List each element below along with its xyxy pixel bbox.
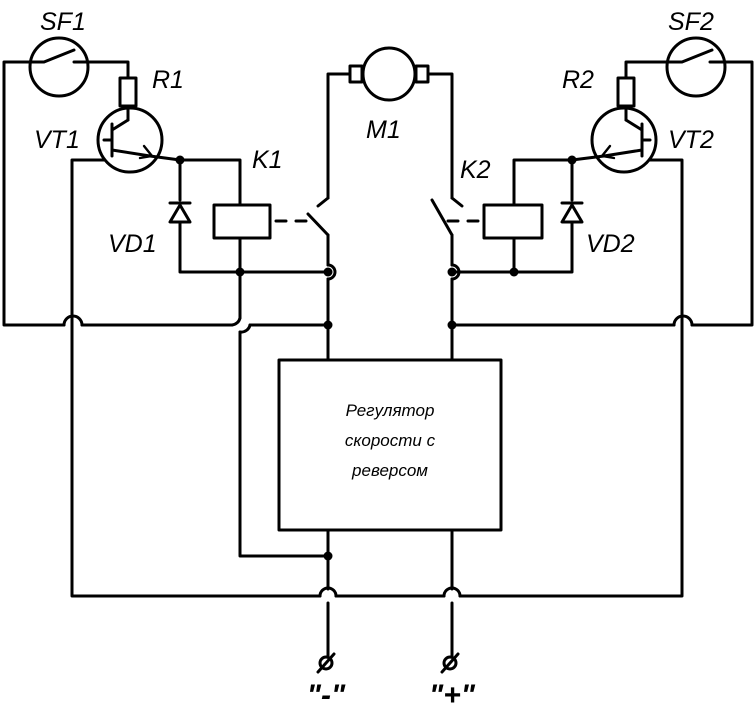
transistor-vt2 [590, 106, 658, 174]
label-r1: R1 [152, 66, 184, 94]
label-k2: K2 [460, 156, 491, 184]
junction-dot [567, 155, 577, 165]
regulator-line-3: реверсом [351, 461, 428, 480]
junction-dot [175, 155, 185, 165]
label-sf2: SF2 [668, 8, 714, 36]
terminal-plus-label: "+" [429, 679, 476, 712]
junction-dots [175, 155, 577, 561]
label-k1: K1 [252, 146, 283, 174]
junction-dot [447, 320, 457, 330]
regulator-line-2: скорости с [345, 431, 436, 450]
terminal-minus-label: "-" [307, 679, 346, 712]
relay-coil-k1 [212, 203, 272, 240]
regulator-block [277, 358, 503, 532]
junction-dot [509, 267, 519, 277]
junction-dot [323, 320, 333, 330]
terminal-plus [440, 652, 460, 674]
label-vd1: VD1 [108, 230, 157, 258]
wires [2, 60, 754, 659]
crossover-hop [62, 314, 84, 327]
contact-k2 [430, 188, 464, 237]
label-vd2: VD2 [586, 230, 635, 258]
label-vt2: VT2 [668, 126, 714, 154]
junction-dot [235, 267, 245, 277]
resistor-r1 [118, 76, 138, 108]
junction-dot [323, 267, 333, 277]
switch-sf2 [665, 36, 727, 98]
contact-k1 [306, 188, 330, 237]
diode-vd2 [560, 201, 584, 224]
diode-vd1 [168, 201, 192, 224]
junction-dot [323, 551, 333, 561]
relay-coil-k2 [482, 203, 544, 240]
label-m1: M1 [366, 116, 401, 144]
label-sf1: SF1 [40, 8, 86, 36]
wire-right-outer [690, 60, 754, 327]
label-vt1: VT1 [34, 126, 80, 154]
resistor-r2 [616, 76, 636, 108]
terminal-minus [316, 652, 336, 674]
wire-left-outer [2, 60, 66, 327]
switch-sf1 [28, 36, 90, 98]
label-r2: R2 [562, 66, 594, 94]
junction-dot [447, 267, 457, 277]
motor-m1 [348, 46, 430, 102]
transistor-vt1 [96, 106, 164, 174]
regulator-line-1: Регулятор [346, 401, 435, 420]
